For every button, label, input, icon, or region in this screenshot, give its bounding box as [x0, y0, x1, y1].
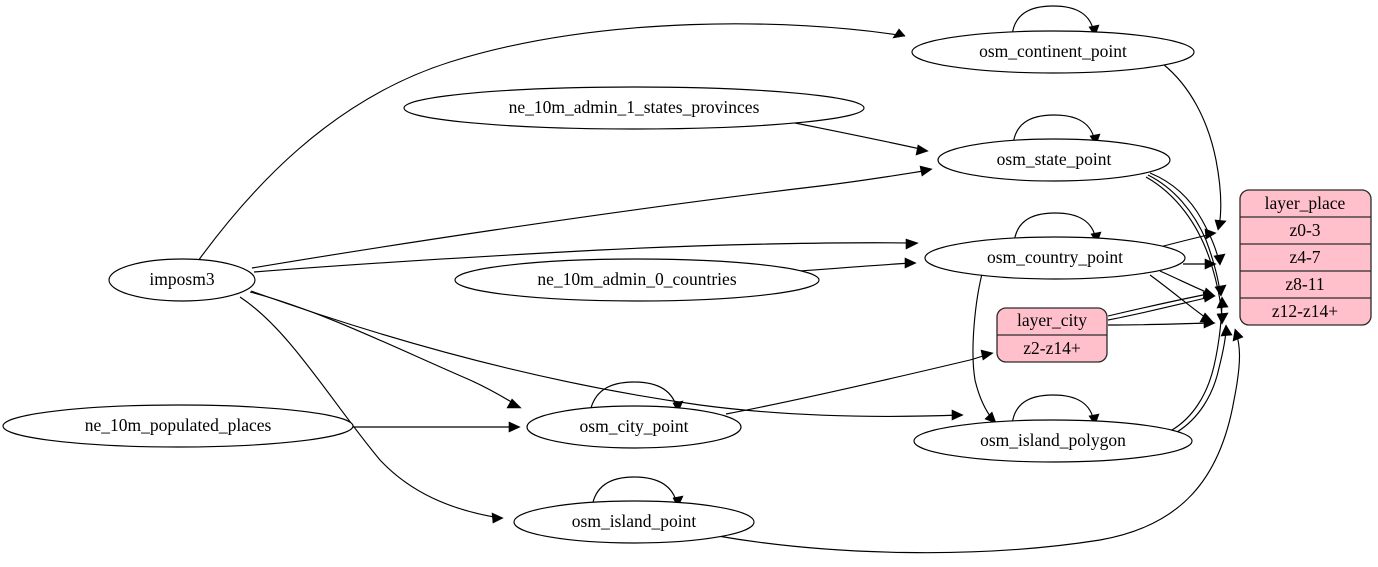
node-imposm3[interactable]: imposm3 [108, 258, 256, 302]
edge-osm-country-point-to-layer-place-z0-3 [1155, 228, 1217, 249]
nodes-layer: imposm3 ne_10m_admin_1_states_provinces … [2, 30, 1372, 544]
node-label-osm-island-point: osm_island_point [572, 511, 697, 531]
edge-osm-country-point-to-layer-place-z4-7 [1183, 258, 1217, 270]
edges-layer [197, 5, 1244, 554]
edge-osm-state-point-to-layer-place-z4-7 [1149, 172, 1226, 266]
node-label-osm-country-point: osm_country_point [987, 247, 1123, 267]
edge-ne-countries-to-osm-country-point [799, 257, 917, 272]
node-osm-island-point[interactable]: osm_island_point [513, 500, 755, 544]
edge-imposm3-to-osm-continent-point [197, 23, 906, 262]
edge-ne-populated-to-osm-city-point [353, 421, 521, 433]
edge-imposm3-to-osm-country-point [253, 238, 919, 273]
record-row-layer-place-z4-7[interactable]: z4-7 [1289, 247, 1320, 267]
node-osm-state-point[interactable]: osm_state_point [937, 138, 1171, 182]
edge-layer-city-to-layer-place-z12-z14 [1107, 317, 1216, 329]
node-ne-10m-admin-0-countries[interactable]: ne_10m_admin_0_countries [454, 258, 820, 302]
node-label-osm-city-point: osm_city_point [580, 416, 689, 436]
edge-ne-states-to-osm-state-point [789, 121, 929, 156]
node-label-ne-countries: ne_10m_admin_0_countries [537, 269, 736, 289]
edge-osm-island-point-to-layer-place-z12-z14 [711, 328, 1244, 554]
node-label-osm-continent-point: osm_continent_point [979, 41, 1127, 61]
node-osm-island-polygon[interactable]: osm_island_polygon [913, 419, 1193, 463]
node-osm-country-point[interactable]: osm_country_point [924, 236, 1186, 280]
edge-osm-island-polygon-to-layer-place-z8-11 [1171, 296, 1229, 431]
node-label-osm-island-polygon: osm_island_polygon [980, 430, 1126, 450]
node-label-ne-populated: ne_10m_populated_places [85, 415, 272, 435]
record-node-layer-city[interactable]: layer_city z2-z14+ [996, 307, 1108, 363]
edge-osm-city-point-to-layer-city [725, 349, 994, 415]
edge-osm-country-point-to-osm-island-polygon [972, 269, 997, 424]
edge-imposm3-to-osm-city-point [249, 291, 522, 409]
node-label-osm-state-point: osm_state_point [997, 149, 1112, 169]
record-row-layer-place-title: layer_place [1265, 193, 1346, 213]
edge-osm-state-point-to-layer-place-z8-11 [1147, 174, 1227, 297]
edge-imposm3-to-osm-island-point [239, 296, 504, 524]
record-row-layer-place-z8-11[interactable]: z8-11 [1285, 274, 1324, 294]
edge-osm-island-polygon-to-layer-place-z12-z14 [1176, 324, 1233, 433]
record-row-layer-place-z0-3[interactable]: z0-3 [1289, 220, 1320, 240]
node-osm-continent-point[interactable]: osm_continent_point [911, 30, 1195, 74]
node-ne-10m-populated-places[interactable]: ne_10m_populated_places [2, 404, 354, 448]
edge-layer-city-upper-to-layer-place [1107, 293, 1209, 317]
record-row-layer-city-title: layer_city [1017, 310, 1087, 330]
edge-osm-continent-point-to-layer-place-z0-3 [1162, 63, 1227, 231]
node-label-imposm3: imposm3 [149, 269, 214, 289]
node-ne-10m-admin-1-states-provinces[interactable]: ne_10m_admin_1_states_provinces [403, 86, 865, 130]
edge-imposm3-to-osm-island-polygon [250, 290, 964, 421]
record-node-layer-place[interactable]: layer_place z0-3 z4-7 z8-11 z12-z14+ [1239, 189, 1372, 326]
record-row-layer-city-z2-z14[interactable]: z2-z14+ [1023, 338, 1081, 358]
node-osm-city-point[interactable]: osm_city_point [526, 405, 742, 449]
record-row-layer-place-z12-z14[interactable]: z12-z14+ [1272, 301, 1338, 321]
node-label-ne-states: ne_10m_admin_1_states_provinces [509, 97, 760, 117]
edge-imposm3-to-osm-state-point [251, 165, 933, 269]
